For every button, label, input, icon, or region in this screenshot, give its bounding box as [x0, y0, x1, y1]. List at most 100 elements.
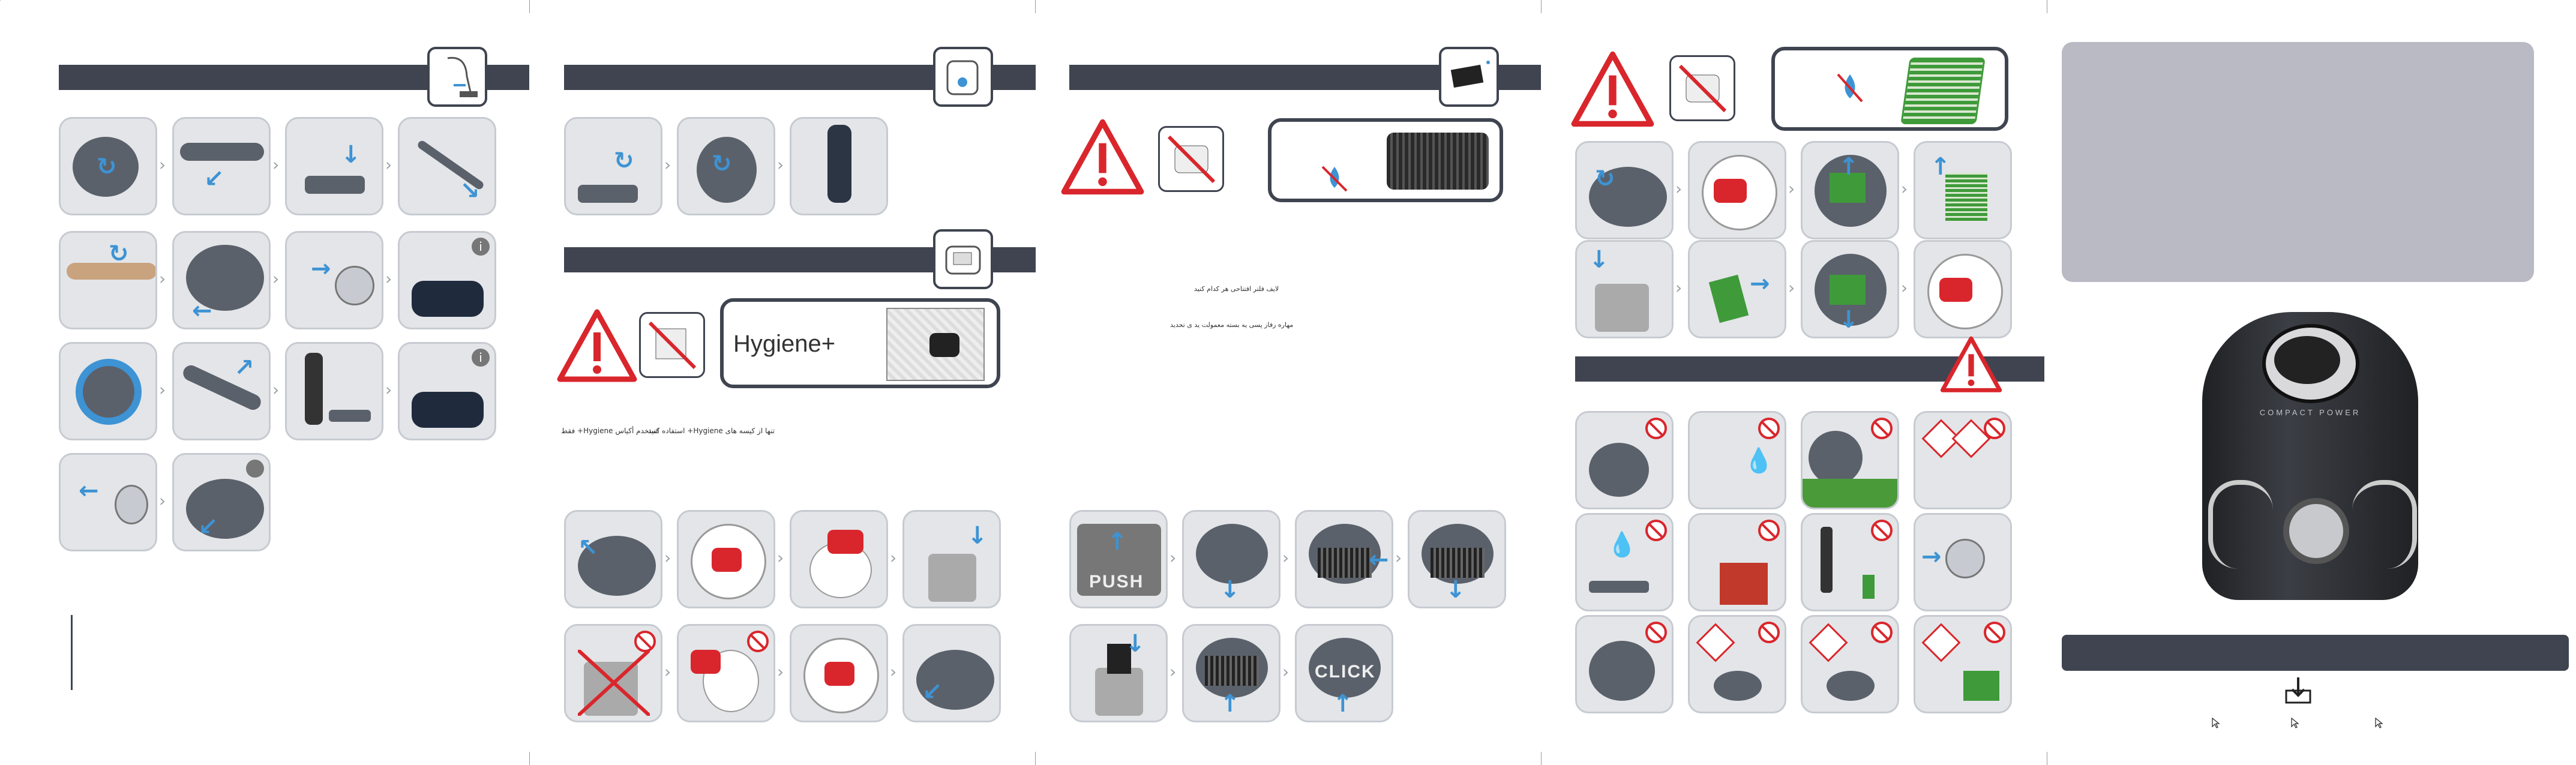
stop-icon [634, 631, 656, 652]
chevron-right-icon: › [890, 548, 897, 568]
step-tile: ↓ [285, 117, 383, 215]
chevron-right-icon: › [1675, 179, 1683, 199]
step-tile: CLICK ↑ [1295, 624, 1393, 722]
chevron-right-icon: › [272, 155, 280, 175]
chevron-right-icon: › [1901, 179, 1908, 199]
bag-icon [886, 308, 985, 381]
step-tile: ↙ [902, 624, 1001, 722]
download-icon[interactable] [2285, 676, 2311, 704]
product-name: COMPACT POWER [2259, 408, 2361, 417]
step-tile [1914, 240, 2012, 338]
forbidden-tile [1575, 411, 1674, 509]
forbidden-tile [1801, 615, 1899, 713]
step-tile [790, 117, 888, 215]
step-tile: ↙ [172, 453, 271, 551]
info-icon: i [472, 238, 490, 256]
chevron-right-icon: › [777, 548, 784, 568]
warning-triangle-icon [1940, 336, 2002, 392]
step-tile: ← [59, 453, 157, 551]
filter-icon [1387, 133, 1489, 190]
no-motor-icon [1158, 126, 1224, 192]
chevron-right-icon: › [159, 269, 166, 289]
forbidden-tile: → [1914, 513, 2012, 611]
stop-icon [1984, 622, 2005, 643]
step-tile: ← [172, 231, 271, 329]
chevron-right-icon: › [777, 155, 784, 175]
stop-icon [1645, 622, 1667, 643]
filter-box [1771, 47, 2008, 131]
info-icon [246, 460, 264, 478]
step-tile: ↙ [172, 117, 271, 215]
warning-triangle-icon [557, 309, 637, 382]
stop-icon [1871, 622, 1893, 643]
vacuum-icon [427, 47, 487, 107]
chevron-right-icon: › [1282, 548, 1290, 568]
no-bag-icon [639, 312, 705, 378]
filter-note-2: مهاره رفاز پسی یه بسته معمولت ید ی تحدید [1170, 321, 1294, 329]
cover-footer-bar [2062, 635, 2569, 671]
hygiene-instruction: تنها از کیسه های Hygiene+ استفاده کنید [648, 427, 775, 435]
chevron-right-icon: › [159, 380, 166, 400]
step-tile: ↘ [398, 117, 496, 215]
step-tile: ↓ [1801, 240, 1899, 338]
step-tile [790, 624, 888, 722]
crop-mark [1035, 752, 1036, 765]
chevron-right-icon: › [385, 269, 392, 289]
no-motor-icon [1669, 55, 1735, 121]
cursor-icon[interactable] [2375, 718, 2383, 728]
margin-rule [71, 615, 73, 690]
stop-icon [1871, 520, 1893, 541]
chevron-right-icon: › [890, 662, 897, 682]
chevron-right-icon: › [664, 662, 671, 682]
forbidden-tile [1801, 513, 1899, 611]
no-water-icon [1837, 73, 1863, 103]
forbidden-tile: 💧 [1575, 513, 1674, 611]
step-tile: → [285, 231, 383, 329]
step-tile: ↻ [677, 117, 775, 215]
step-tile [677, 624, 775, 722]
crop-mark [529, 752, 530, 765]
step-tile: i [398, 342, 496, 440]
cursor-icon[interactable] [2212, 718, 2220, 728]
step-tile [1688, 141, 1786, 239]
chevron-right-icon: › [272, 380, 280, 400]
filter-icon [1439, 47, 1499, 107]
chevron-right-icon: › [1675, 278, 1683, 298]
no-water-icon [1321, 166, 1348, 192]
cursor-icon[interactable] [2291, 718, 2299, 728]
vacuum-icon [933, 47, 993, 107]
step-tile: ↻ [59, 231, 157, 329]
step-tile: ↻ [59, 117, 157, 215]
chevron-right-icon: › [1395, 548, 1402, 568]
crop-mark [1541, 0, 1542, 13]
step-tile: i [398, 231, 496, 329]
chevron-right-icon: › [385, 155, 392, 175]
stop-icon [1645, 418, 1667, 439]
forbidden-tile [1914, 615, 2012, 713]
step-tile: ↗ [172, 342, 271, 440]
step-tile: PUSH ↑ [1069, 510, 1168, 608]
stop-icon [1758, 520, 1780, 541]
warning-triangle-icon [1571, 51, 1654, 127]
step-tile: ↓ [1575, 240, 1674, 338]
step-tile [285, 342, 383, 440]
step-tile: ↑ [1914, 141, 2012, 239]
step-tile: ↓ [902, 510, 1001, 608]
hygiene-filter-instruction: استخدم أكياس Hygiene+ فقط [561, 427, 659, 435]
filter-note-1: لایف فلتر افتتاحی هر کدام کنید [1194, 285, 1279, 293]
step-tile: → [1688, 240, 1786, 338]
stop-icon [1758, 622, 1780, 643]
chevron-right-icon: › [1788, 179, 1795, 199]
chevron-right-icon: › [385, 380, 392, 400]
forbidden-tile [1801, 411, 1899, 509]
chevron-right-icon: › [1169, 548, 1177, 568]
warning-triangle-icon [1061, 119, 1144, 195]
chevron-right-icon: › [664, 548, 671, 568]
forbidden-tile [1688, 615, 1786, 713]
step-tile [564, 624, 662, 722]
chevron-right-icon: › [272, 269, 280, 289]
step-tile [677, 510, 775, 608]
step-tile: ↻ [1575, 141, 1674, 239]
chevron-right-icon: › [159, 491, 166, 511]
chevron-right-icon: › [777, 662, 784, 682]
